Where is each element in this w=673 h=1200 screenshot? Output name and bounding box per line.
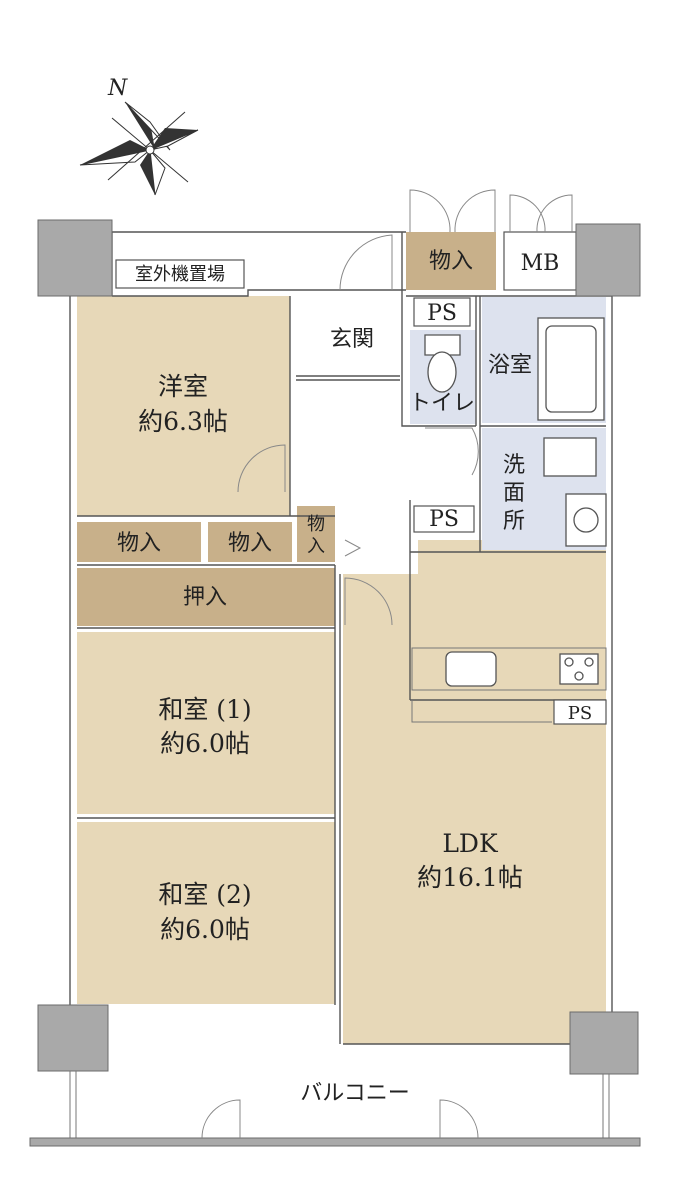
japanese-room-2 bbox=[77, 822, 335, 1004]
top-closet bbox=[406, 232, 496, 290]
japanese-room-2-name: 和室 (2) bbox=[158, 880, 251, 909]
pillar-nw bbox=[37, 219, 113, 297]
washroom-label-2: 面 bbox=[503, 481, 525, 506]
doors bbox=[237, 189, 573, 626]
toilet-label: トイレ bbox=[409, 391, 475, 416]
ps-top-box bbox=[413, 297, 471, 327]
mb-box bbox=[503, 231, 577, 291]
ps-mid-label: PS bbox=[429, 507, 459, 532]
closet-a-label: 物入 bbox=[117, 531, 161, 556]
ps-kitchen-label: PS bbox=[568, 703, 592, 724]
closet-b bbox=[208, 522, 292, 562]
western-room-name: 洋室 bbox=[158, 372, 208, 401]
fixtures bbox=[424, 317, 607, 687]
western-room bbox=[77, 296, 290, 516]
compass-north-label: N bbox=[107, 76, 128, 101]
closet-c-label-1: 物 bbox=[307, 514, 325, 535]
outdoor-unit-box bbox=[115, 259, 245, 289]
ps-mid-box bbox=[413, 505, 475, 533]
closet-c-label-2: 入 bbox=[307, 536, 325, 557]
japanese-room-1 bbox=[77, 632, 335, 814]
balcony-label: バルコニー bbox=[300, 1081, 410, 1106]
kitchen-sink bbox=[445, 651, 497, 687]
oshiire bbox=[77, 568, 335, 626]
japanese-room-2-size: 約6.0帖 bbox=[160, 915, 250, 944]
kitchen-area bbox=[418, 540, 606, 648]
ps-top-label: PS bbox=[427, 301, 457, 326]
top-closet-label: 物入 bbox=[429, 249, 473, 274]
closet-b-label: 物入 bbox=[228, 531, 272, 556]
pillar-se bbox=[569, 1011, 639, 1075]
pillar-sw bbox=[37, 1004, 109, 1072]
closet-a bbox=[77, 522, 201, 562]
outdoor-unit-label: 室外機置場 bbox=[135, 264, 225, 285]
ldk-size: 約16.1帖 bbox=[417, 863, 523, 892]
entrance-label: 玄関 bbox=[330, 327, 374, 352]
western-room-size: 約6.3帖 bbox=[138, 407, 228, 436]
toilet-bowl bbox=[427, 351, 457, 393]
washroom-label-1: 洗 bbox=[503, 453, 525, 478]
bath-label: 浴室 bbox=[488, 353, 532, 378]
ps-kitchen-box bbox=[553, 699, 607, 725]
mb-label: MB bbox=[521, 251, 560, 276]
japanese-room-1-name: 和室 (1) bbox=[158, 695, 251, 724]
washroom-label-3: 所 bbox=[503, 509, 525, 534]
balcony bbox=[29, 1071, 641, 1147]
compass-rose-icon bbox=[79, 101, 199, 196]
japanese-room-1-size: 約6.0帖 bbox=[160, 729, 250, 758]
ldk-name: LDK bbox=[442, 829, 499, 858]
pillar-ne bbox=[575, 223, 641, 297]
oshiire-label: 押入 bbox=[183, 585, 227, 610]
